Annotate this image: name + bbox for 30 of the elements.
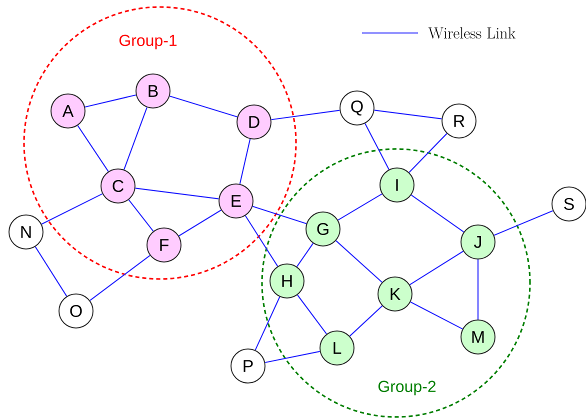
link-line [410,250,464,286]
link-line [296,243,314,267]
link-line [408,133,448,173]
link-line [252,206,307,224]
link-line [410,302,463,330]
link-line [244,215,278,267]
link-line [41,193,103,225]
link-line [124,107,148,170]
link-line [349,306,383,336]
link-line [34,246,68,296]
legend-label: Wireless Link [428,27,516,39]
link-line [135,188,219,200]
link-line [338,193,382,221]
link-line [170,96,238,118]
link-line [364,123,390,170]
link-line [77,125,109,172]
link-line [477,259,479,320]
link-line [265,350,320,364]
link-line [84,94,136,108]
link-line [271,110,340,120]
link-line [297,294,327,334]
link-line [178,210,222,236]
link-line [128,199,154,232]
link-line [90,255,150,301]
link-line [494,210,554,236]
link-line [374,110,442,120]
link-line [411,194,464,232]
link-line [239,138,251,184]
link-line [254,296,280,350]
link-line [336,240,382,283]
